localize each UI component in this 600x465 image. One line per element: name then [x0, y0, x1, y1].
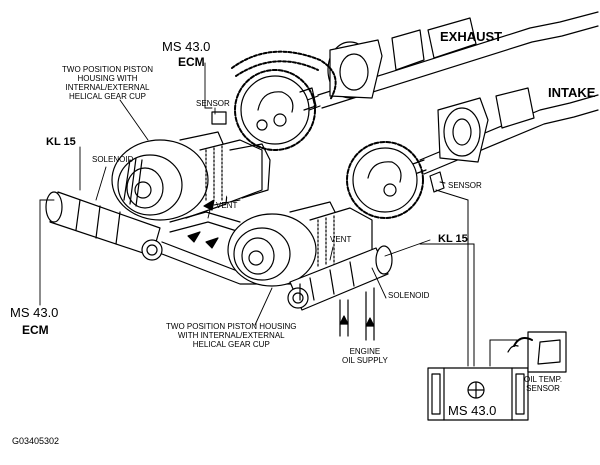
kl15-left-label: KL 15	[46, 136, 76, 148]
upper-solenoid	[45, 191, 163, 261]
sensor-top-label: SENSOR	[196, 99, 230, 108]
ecm-module	[427, 367, 529, 421]
engine-oil-supply-label: ENGINE OIL SUPPLY	[342, 347, 388, 365]
oil-temp-sensor-label: OIL TEMP. SENSOR	[524, 375, 563, 393]
upper-vanos-unit	[111, 131, 271, 221]
exhaust-sprocket	[234, 69, 317, 151]
exhaust-camshaft	[301, 11, 599, 113]
oil-temp-sensor	[507, 331, 567, 373]
ecm-wiring	[419, 189, 521, 367]
upper-flow-arrows	[187, 199, 241, 249]
vent-upper-label: VENT	[216, 201, 238, 210]
ms43-top-label: MS 43.0	[162, 39, 211, 54]
kl15-right-label: KL 15	[438, 233, 468, 245]
camshaft-sensor-right	[429, 171, 445, 193]
solenoid-right-label: SOLENOID	[388, 291, 430, 300]
leader-lines	[39, 62, 446, 326]
intake-camshaft	[409, 87, 599, 176]
lower-solenoid	[287, 245, 393, 311]
exhaust-label: EXHAUST	[440, 29, 503, 44]
figure-id: G03405302	[12, 436, 60, 446]
timing-chain	[231, 50, 337, 101]
ms43-bottom-label: MS 43.0	[448, 403, 497, 418]
camshaft-sensor-top	[211, 111, 227, 125]
solenoid-left-label: SOLENOID	[92, 155, 134, 164]
ecm-top-label: ECM	[178, 55, 205, 69]
sensor-right-label: SENSOR	[448, 181, 482, 190]
ecm-left-label: ECM	[22, 323, 49, 337]
vent-lower-label: VENT	[330, 235, 352, 244]
oil-supply-arrows	[339, 315, 375, 327]
piston-housing-upper-label: TWO POSITION PISTON HOUSING WITH INTERNA…	[62, 65, 153, 101]
piston-housing-lower-label: TWO POSITION PISTON HOUSING WITH INTERNA…	[166, 322, 297, 349]
intake-label: INTAKE	[548, 85, 596, 100]
ms43-left-label: MS 43.0	[10, 305, 59, 320]
oil-supply-lines	[299, 283, 375, 341]
intake-sprocket	[346, 141, 424, 219]
